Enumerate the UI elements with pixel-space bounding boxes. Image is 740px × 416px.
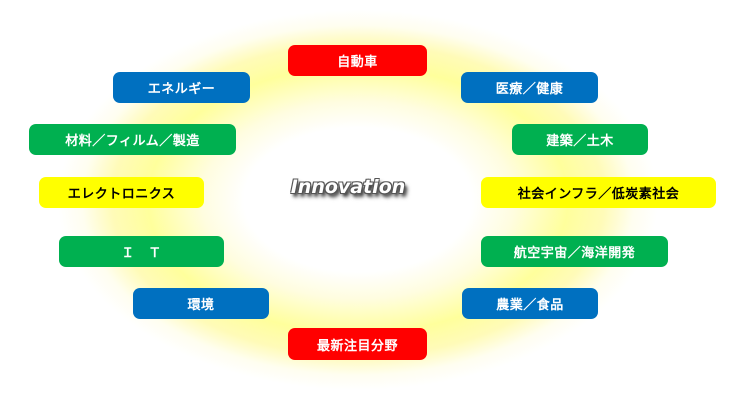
field-electronics[interactable]: エレクトロニクス xyxy=(39,177,204,208)
field-agriculture-food[interactable]: 農業／食品 xyxy=(462,288,598,319)
field-materials-film-manufacturing[interactable]: 材料／フィルム／製造 xyxy=(29,124,236,155)
field-medical-health[interactable]: 医療／健康 xyxy=(461,72,598,103)
field-energy[interactable]: エネルギー xyxy=(113,72,250,103)
field-environment[interactable]: 環境 xyxy=(133,288,269,319)
field-aerospace-ocean[interactable]: 航空宇宙／海洋開発 xyxy=(481,236,668,267)
field-automotive[interactable]: 自動車 xyxy=(288,45,427,76)
field-construction-civil[interactable]: 建築／土木 xyxy=(512,124,648,155)
field-it[interactable]: Ｉ Ｔ xyxy=(59,236,224,267)
field-social-infrastructure-low-carbon[interactable]: 社会インフラ／低炭素社会 xyxy=(481,177,716,208)
innovation-title: Innovation xyxy=(290,176,406,198)
field-emerging-fields[interactable]: 最新注目分野 xyxy=(288,328,427,360)
